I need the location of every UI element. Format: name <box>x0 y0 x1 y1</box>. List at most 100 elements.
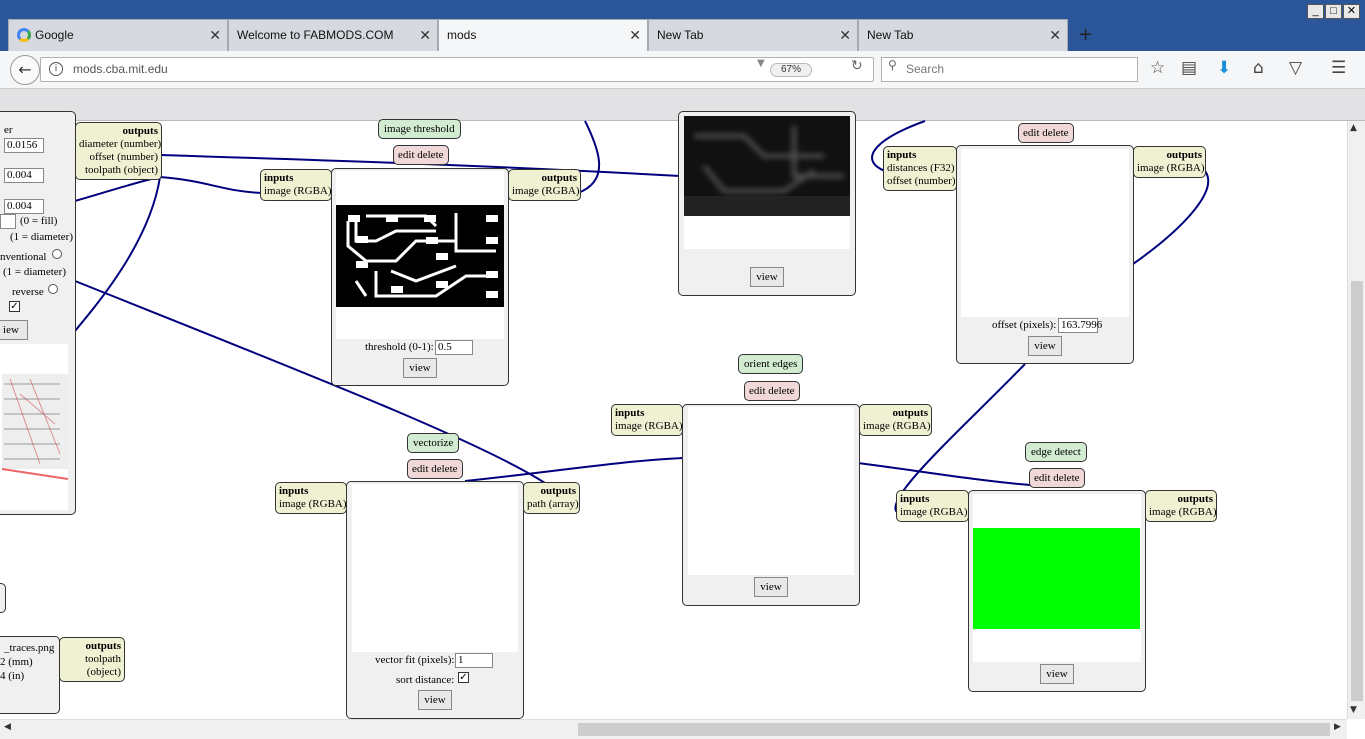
conventional-radio[interactable] <box>52 249 62 259</box>
wire <box>74 176 161 202</box>
output-image[interactable]: image (RGBA) <box>1149 506 1217 518</box>
view-button[interactable]: view <box>750 267 784 287</box>
output-object[interactable]: (object) <box>86 666 121 678</box>
module-title[interactable]: image threshold <box>378 119 461 139</box>
fill-label: (0 = fill) <box>20 215 58 227</box>
diameter-label-2: (1 = diameter) <box>3 266 67 278</box>
dropdown-icon[interactable]: ▼ <box>757 58 765 69</box>
tab-new-1[interactable]: New Tab✕ <box>648 19 858 51</box>
pcb-threshold-image <box>336 205 504 307</box>
input-distances[interactable]: distances (F32) <box>887 162 955 174</box>
reload-icon[interactable]: ↻ <box>851 58 863 74</box>
view-button[interactable]: iew <box>0 320 28 340</box>
input-image[interactable]: image (RGBA) <box>615 420 683 432</box>
threshold-label: threshold (0-1): <box>365 341 434 353</box>
sort-distance-checkbox[interactable]: ✓ <box>458 672 469 683</box>
download-icon[interactable]: ⬇ <box>1217 58 1232 78</box>
output-toolpath[interactable]: toolpath (object) <box>84 164 158 176</box>
output-offset[interactable]: offset (number) <box>89 151 158 163</box>
scroll-thumb[interactable] <box>578 723 1330 736</box>
merge-checkbox[interactable]: ✓ <box>9 301 20 312</box>
wire <box>857 462 1031 486</box>
pocket-icon[interactable]: ▽ <box>1289 58 1303 78</box>
vertical-scrollbar[interactable]: ▲ ▼ <box>1347 121 1365 719</box>
output-toolpath[interactable]: toolpath <box>84 653 121 665</box>
tab-google[interactable]: Google ✕ <box>8 19 228 51</box>
offset-label: offset (pixels): <box>992 319 1057 331</box>
input-image[interactable]: image (RGBA) <box>279 498 347 510</box>
wire <box>577 120 601 194</box>
max-depth-input[interactable]: 0.004 <box>4 199 44 214</box>
tab-label: Google <box>35 28 74 42</box>
read-png-module <box>0 636 60 714</box>
view-button[interactable]: view <box>403 358 437 378</box>
view-button[interactable]: view <box>1028 336 1062 356</box>
home-icon[interactable]: ⌂ <box>1253 58 1264 78</box>
outputs-label: outputs <box>85 640 121 652</box>
wire <box>871 120 926 172</box>
new-tab-button[interactable]: + <box>1078 24 1094 45</box>
reading-list-icon[interactable]: ▤ <box>1181 58 1198 78</box>
output-diameter[interactable]: diameter (number) <box>79 138 162 150</box>
back-button[interactable]: ← <box>10 55 40 85</box>
close-tab-icon[interactable]: ✕ <box>839 27 851 43</box>
outputs-label: outputs <box>541 172 577 184</box>
close-tab-icon[interactable]: ✕ <box>629 27 641 43</box>
wire <box>74 280 546 484</box>
view-button[interactable]: view <box>418 690 452 710</box>
close-tab-icon[interactable]: ✕ <box>1049 27 1061 43</box>
scroll-right-icon[interactable]: ▶ <box>1334 722 1341 732</box>
scroll-thumb[interactable] <box>1351 281 1363 701</box>
menu-icon[interactable]: ☰ <box>1331 58 1347 78</box>
diameter-input[interactable]: 0.0156 <box>4 138 44 153</box>
tab-new-2[interactable]: New Tab✕ <box>858 19 1068 51</box>
output-image[interactable]: image (RGBA) <box>1137 162 1205 174</box>
output-path[interactable]: path (array) <box>527 498 579 510</box>
zoom-indicator[interactable]: 67% <box>770 63 812 77</box>
close-tab-icon[interactable]: ✕ <box>209 27 221 43</box>
partial-module <box>0 583 6 613</box>
offset-screen <box>961 149 1129 317</box>
scroll-up-icon[interactable]: ▲ <box>1350 123 1357 133</box>
output-image[interactable]: image (RGBA) <box>863 420 931 432</box>
view-button[interactable]: view <box>1040 664 1074 684</box>
outputs-label: outputs <box>1166 149 1202 161</box>
url-bar[interactable]: i mods.cba.mit.edu ▼ ↻ <box>40 57 874 82</box>
reverse-radio[interactable] <box>48 284 58 294</box>
view-button[interactable]: view <box>754 577 788 597</box>
maximize-button[interactable]: □ <box>1325 4 1342 19</box>
param-label: er <box>4 124 13 136</box>
input-offset[interactable]: offset (number) <box>887 175 956 187</box>
close-tab-icon[interactable]: ✕ <box>419 27 431 43</box>
module-title[interactable]: vectorize <box>407 433 460 453</box>
output-image[interactable]: image (RGBA) <box>512 185 580 197</box>
bookmark-star-icon[interactable]: ☆ <box>1150 58 1166 78</box>
edit-delete-button[interactable]: edit delete <box>393 145 449 165</box>
edit-delete-button[interactable]: edit delete <box>744 381 800 401</box>
scroll-left-icon[interactable]: ◀ <box>4 722 11 732</box>
edit-delete-button[interactable]: edit delete <box>407 459 463 479</box>
cut-depth-input[interactable]: 0.004 <box>4 168 44 183</box>
module-title[interactable]: edge detect <box>1025 442 1087 462</box>
wire <box>1132 170 1210 265</box>
vector-fit-input[interactable]: 1 <box>455 653 493 668</box>
search-input[interactable]: ⚲ Search <box>881 57 1138 82</box>
offset-input[interactable]: 163.7996 <box>1058 318 1102 333</box>
edit-delete-button[interactable]: edit delete <box>1018 123 1074 143</box>
outputs-label: outputs <box>892 407 928 419</box>
close-window-button[interactable]: ✕ <box>1343 4 1360 19</box>
tab-mods[interactable]: mods✕ <box>438 19 648 51</box>
input-image[interactable]: image (RGBA) <box>264 185 332 197</box>
threshold-input[interactable]: 0.5 <box>435 340 473 355</box>
offsets-input[interactable] <box>0 214 16 229</box>
horizontal-scrollbar[interactable]: ◀ ▶ <box>0 719 1347 739</box>
tab-fabmods[interactable]: Welcome to FABMODS.COM✕ <box>228 19 438 51</box>
edit-delete-button[interactable]: edit delete <box>1029 468 1085 488</box>
scroll-down-icon[interactable]: ▼ <box>1350 705 1357 715</box>
module-title[interactable]: orient edges <box>738 354 804 374</box>
input-image[interactable]: image (RGBA) <box>900 506 968 518</box>
minimize-button[interactable]: _ <box>1307 4 1324 19</box>
info-icon[interactable]: i <box>49 62 63 76</box>
